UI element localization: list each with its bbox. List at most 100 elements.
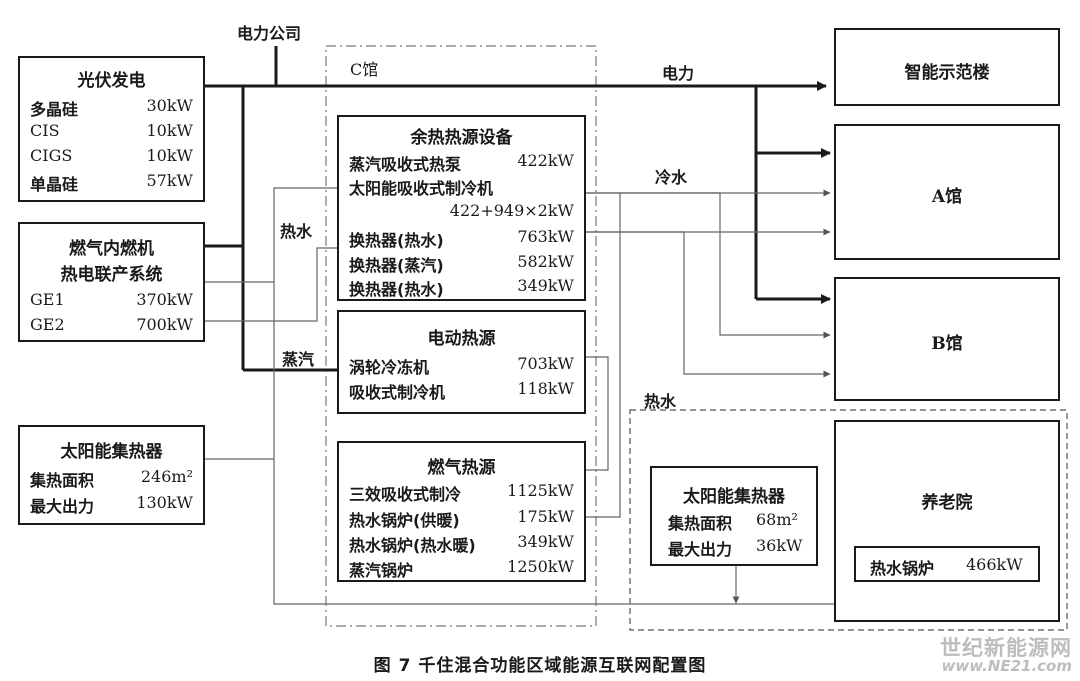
grid-company-label: 电力公司 — [237, 24, 302, 43]
electric-heat-row: 吸收式制冷机 118kW — [349, 379, 574, 402]
solar-right-title: 太阳能集热器 — [683, 487, 785, 507]
solar-left-title: 太阳能集热器 — [60, 442, 163, 462]
solar-left-row-value: 246m² — [140, 467, 193, 486]
waste-heat-title: 余热热源设备 — [410, 128, 513, 148]
electric-heat-row-label: 吸收式制冷机 — [349, 383, 446, 402]
waste-heat-equipment-box: 余热热源设备 蒸汽吸收式热泵 422kW 太阳能吸收式制冷机 422+949×2… — [337, 115, 586, 301]
gas-heat-row-value: 175kW — [517, 507, 574, 526]
solar-left-row-label: 集热面积 — [30, 471, 95, 490]
gas-heat-row: 三效吸收式制冷 1125kW — [349, 481, 574, 504]
gas-heat-row: 热水锅炉(供暖) 175kW — [349, 507, 574, 530]
solar-collector-left-box: 太阳能集热器 集热面积 246m² 最大出力 130kW — [18, 425, 205, 525]
gas-engine-title-2: 热电联产系统 — [60, 265, 163, 285]
hall-c-frame — [325, 45, 597, 627]
electric-heat-row: 涡轮冷冻机 703kW — [349, 354, 574, 377]
gas-engine-row-label: GE1 — [30, 290, 65, 309]
pv-row-label: 单晶硅 — [30, 175, 79, 194]
gas-engine-row-value: 700kW — [136, 315, 193, 334]
pv-row-value: 10kW — [146, 121, 194, 140]
waste-heat-row-value: 763kW — [517, 227, 574, 246]
pv-row-value: 57kW — [146, 171, 194, 190]
pv-row: CIGS 10kW — [30, 146, 193, 168]
solar-collector-right-box: 太阳能集热器 集热面积 68m² 最大出力 36kW — [650, 466, 818, 566]
waste-heat-row: 422+949×2kW — [349, 201, 574, 223]
solar-left-row: 集热面积 246m² — [30, 467, 193, 490]
gas-heat-row-value: 1250kW — [507, 557, 574, 576]
solar-left-row-label: 最大出力 — [30, 497, 95, 516]
pv-row-label: CIS — [30, 121, 60, 140]
electric-heat-title: 电动热源 — [427, 329, 496, 349]
pv-row-value: 10kW — [146, 146, 194, 165]
electric-heat-row-label: 涡轮冷冻机 — [349, 358, 430, 377]
waste-heat-row: 太阳能吸收式制冷机 — [349, 175, 574, 198]
watermark-line-2: www.NE21.com — [941, 657, 1072, 676]
gas-heat-row-label: 热水锅炉(热水暖) — [349, 536, 476, 555]
pv-generation-box: 光伏发电 多晶硅 30kW CIS 10kW CIGS 10kW 单晶硅 57k… — [18, 56, 205, 202]
nursing-boiler-label: 热水锅炉 — [870, 559, 935, 578]
nursing-home-name: 养老院 — [921, 493, 973, 513]
waste-heat-row: 换热器(热水) 349kW — [349, 276, 574, 299]
gas-heat-row-label: 热水锅炉(供暖) — [349, 511, 460, 530]
smart-building-name: 智能示范楼 — [904, 63, 990, 83]
hall-b-name: B馆 — [931, 334, 963, 354]
solar-right-row-value: 36kW — [756, 536, 803, 555]
electric-heat-source-box: 电动热源 涡轮冷冻机 703kW 吸收式制冷机 118kW — [337, 310, 586, 414]
nursing-region-frame — [629, 409, 1068, 631]
gas-engine-chp-box: 燃气内燃机 热电联产系统 GE1 370kW GE2 700kW — [18, 222, 205, 342]
hall-b-box: B馆 — [834, 277, 1060, 401]
waste-heat-row-label: 换热器(热水) — [349, 231, 444, 250]
gas-heat-link — [586, 193, 621, 518]
gas-heat-row-label: 蒸汽锅炉 — [349, 561, 414, 580]
figure-caption: 图 7 千住混合功能区域能源互联网配置图 — [373, 656, 707, 676]
solar-right-row-label: 集热面积 — [668, 514, 733, 533]
waste-heat-row: 换热器(蒸汽) 582kW — [349, 252, 574, 275]
electricity-label: 电力 — [662, 64, 695, 83]
gas-heat-row-label: 三效吸收式制冷 — [349, 485, 462, 504]
electric-heat-row-value: 118kW — [517, 379, 574, 398]
smart-demo-building-box: 智能示范楼 — [834, 28, 1060, 106]
electric-to-gas-link — [586, 356, 609, 471]
gas-engine-row: GE2 700kW — [30, 315, 193, 337]
hall-a-box: A馆 — [834, 124, 1060, 260]
waste-heat-row-label: 换热器(蒸汽) — [349, 256, 444, 275]
hall-a-name: A馆 — [931, 187, 963, 207]
cold-water-label: 冷水 — [655, 168, 688, 187]
solar-left-row-value: 130kW — [136, 493, 193, 512]
pv-row-value: 30kW — [146, 96, 194, 115]
gas-engine-row-value: 370kW — [136, 290, 193, 309]
gas-heat-row: 蒸汽锅炉 1250kW — [349, 557, 574, 580]
nursing-boiler-value: 466kW — [966, 555, 1023, 574]
gas-heat-row: 热水锅炉(热水暖) 349kW — [349, 532, 574, 555]
gas-engine-steam-line — [205, 247, 339, 322]
hot-water-label-right: 热水 — [644, 392, 677, 411]
waste-heat-row: 蒸汽吸收式热泵 422kW — [349, 151, 574, 174]
steam-label: 蒸汽 — [282, 350, 315, 369]
gas-engine-title-1: 燃气内燃机 — [69, 239, 154, 259]
solar-right-row-label: 最大出力 — [668, 540, 733, 559]
hot-water-label-left: 热水 — [280, 222, 313, 241]
nursing-home-box: 养老院 热水锅炉 466kW — [834, 420, 1060, 622]
hall-c-label: C馆 — [350, 60, 379, 79]
waste-heat-row-value: 349kW — [517, 276, 574, 295]
waste-heat-row-value: 422kW — [517, 151, 574, 170]
pv-row: CIS 10kW — [30, 121, 193, 143]
waste-heat-row-label: 太阳能吸收式制冷机 — [349, 179, 494, 198]
waste-heat-row-value: 582kW — [517, 252, 574, 271]
gas-engine-row-label: GE2 — [30, 315, 65, 334]
gas-heat-source-box: 燃气热源 三效吸收式制冷 1125kW 热水锅炉(供暖) 175kW 热水锅炉(… — [337, 441, 586, 582]
watermark-line-1: 世纪新能源网 — [940, 636, 1072, 661]
cold-water-line-1 — [586, 192, 831, 339]
electric-heat-row-value: 703kW — [517, 354, 574, 373]
pv-row-label: CIGS — [30, 146, 73, 165]
waste-heat-row-label: 换热器(热水) — [349, 280, 444, 299]
cold-water-line-2 — [586, 231, 831, 378]
gas-heat-row-value: 1125kW — [507, 481, 574, 500]
gas-heat-title: 燃气热源 — [427, 458, 496, 478]
waste-heat-row-value: 422+949×2kW — [449, 201, 574, 220]
nursing-hot-water-boiler-box: 热水锅炉 466kW — [854, 546, 1040, 582]
solar-left-row: 最大出力 130kW — [30, 493, 193, 516]
pv-row: 多晶硅 30kW — [30, 96, 194, 119]
pv-row: 单晶硅 57kW — [30, 171, 194, 194]
waste-heat-row: 换热器(热水) 763kW — [349, 227, 574, 250]
